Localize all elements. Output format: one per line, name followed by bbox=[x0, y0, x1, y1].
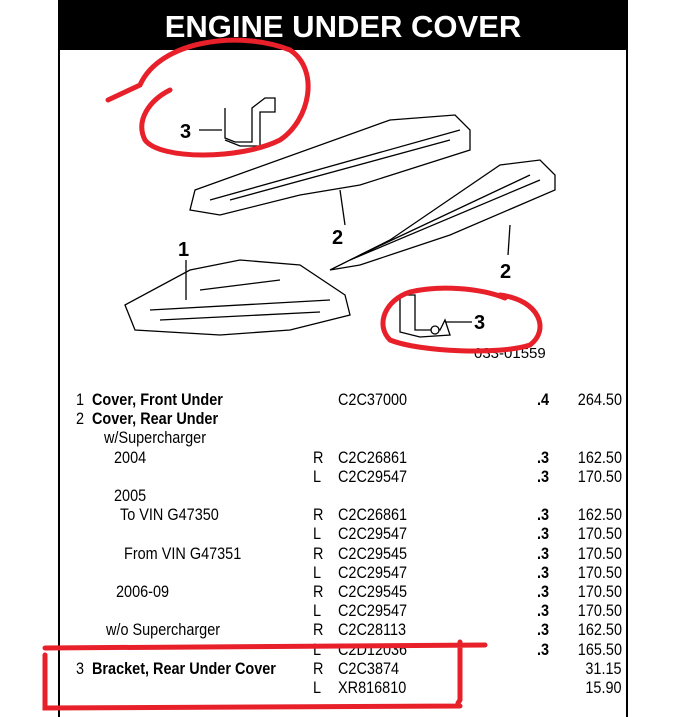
item-description: 2006-09 bbox=[116, 582, 170, 601]
price: 162.50 bbox=[577, 505, 622, 525]
bracket-3-top bbox=[224, 97, 276, 147]
item-number: 2 bbox=[76, 409, 85, 429]
table-row: To VIN G47350 R C2C26861 .3 162.50 bbox=[0, 505, 696, 525]
table-row: w/Supercharger bbox=[0, 428, 696, 448]
callout-2-upper: 2 bbox=[332, 227, 343, 249]
item-description: w/o Supercharger bbox=[106, 620, 221, 640]
table-row: 2006-09 R C2C29545 .3 170.50 bbox=[0, 582, 696, 602]
price: 162.50 bbox=[577, 620, 622, 640]
part-number: C2C3874 bbox=[338, 658, 400, 678]
part-number: C2C26861 bbox=[338, 505, 408, 525]
item-description: 2005 bbox=[114, 486, 147, 505]
price: 170.50 bbox=[577, 524, 622, 544]
item-description: 2004 bbox=[114, 447, 147, 467]
price: 170.50 bbox=[577, 466, 622, 486]
part-number: C2C28113 bbox=[338, 620, 407, 640]
labor-hours: .3 bbox=[537, 601, 550, 621]
side-indicator: R bbox=[313, 620, 324, 640]
price: 31.15 bbox=[585, 658, 622, 678]
front-cover bbox=[124, 259, 351, 336]
item-number: 1 bbox=[76, 390, 85, 409]
table-row: L C2C29547 .3 170.50 bbox=[0, 524, 696, 544]
part-number: C2C29547 bbox=[338, 524, 408, 544]
side-indicator: R bbox=[313, 447, 324, 467]
part-number: C2C29547 bbox=[338, 466, 408, 486]
table-row: 2 Cover, Rear Under bbox=[0, 409, 696, 429]
price: 170.50 bbox=[577, 562, 622, 582]
bracket-3-bottom bbox=[399, 294, 451, 338]
labor-hours: .3 bbox=[537, 562, 550, 582]
item-description: Cover, Front Under bbox=[92, 390, 223, 409]
table-row: L C2C29547 .3 170.50 bbox=[0, 563, 696, 583]
labor-hours: .3 bbox=[537, 466, 550, 486]
item-description: From VIN G47351 bbox=[124, 543, 242, 563]
part-number: C2C29547 bbox=[338, 562, 408, 582]
table-row: w/o Supercharger R C2C28113 .3 162.50 bbox=[0, 620, 696, 640]
callout-3-bottom: 3 bbox=[474, 312, 485, 334]
item-number: 3 bbox=[76, 658, 85, 678]
side-indicator: R bbox=[313, 505, 324, 525]
side-indicator: L bbox=[313, 678, 322, 697]
price: 170.50 bbox=[577, 601, 622, 621]
table-row: 3 Bracket, Rear Under Cover R C2C3874 31.15 bbox=[0, 659, 696, 679]
callout-1: 1 bbox=[178, 239, 189, 261]
rear-cover-right bbox=[189, 114, 471, 216]
part-number: C2C37000 bbox=[338, 390, 408, 409]
labor-hours: .3 bbox=[537, 639, 550, 659]
side-indicator: R bbox=[313, 582, 324, 601]
callout-3-top: 3 bbox=[180, 121, 191, 143]
table-row: L XR816810 15.90 bbox=[0, 678, 696, 698]
labor-hours: .3 bbox=[537, 447, 550, 467]
table-row: From VIN G47351 R C2C29545 .3 170.50 bbox=[0, 544, 696, 564]
side-indicator: L bbox=[313, 562, 322, 582]
side-indicator: L bbox=[313, 466, 322, 486]
figure-code: 033-01559 bbox=[474, 345, 546, 362]
table-row: 2005 bbox=[0, 486, 696, 506]
labor-hours: .3 bbox=[537, 543, 550, 563]
price: 264.50 bbox=[577, 390, 622, 409]
part-number: C2C29545 bbox=[338, 543, 408, 563]
page-border bbox=[58, 0, 628, 717]
price: 162.50 bbox=[577, 447, 622, 467]
labor-hours: .4 bbox=[537, 390, 550, 409]
table-row: 2004 R C2C26861 .3 162.50 bbox=[0, 448, 696, 468]
table-row: L C2D12036 .3 165.50 bbox=[0, 640, 696, 660]
item-description: Bracket, Rear Under Cover bbox=[92, 658, 276, 678]
parts-diagram: 3 2 1 2 3 033-01559 bbox=[124, 97, 556, 362]
side-indicator: L bbox=[313, 601, 322, 621]
labor-hours: .3 bbox=[537, 582, 550, 601]
side-indicator: L bbox=[313, 524, 322, 544]
price: 170.50 bbox=[577, 543, 622, 563]
part-number: C2C26861 bbox=[338, 447, 408, 467]
page-title: ENGINE UNDER COVER bbox=[58, 0, 628, 50]
part-number: XR816810 bbox=[338, 678, 407, 697]
part-number: C2D12036 bbox=[338, 639, 408, 659]
table-row: L C2C29547 .3 170.50 bbox=[0, 467, 696, 487]
item-description: Cover, Rear Under bbox=[92, 409, 219, 429]
price: 165.50 bbox=[577, 639, 622, 659]
price: 170.50 bbox=[577, 582, 622, 601]
part-number: C2C29545 bbox=[338, 582, 408, 601]
labor-hours: .3 bbox=[537, 620, 550, 640]
labor-hours: .3 bbox=[537, 524, 550, 544]
part-number: C2C29547 bbox=[338, 601, 408, 621]
item-description: To VIN G47350 bbox=[120, 505, 219, 525]
labor-hours: .3 bbox=[537, 505, 550, 525]
side-indicator: R bbox=[313, 658, 324, 678]
price: 15.90 bbox=[585, 678, 622, 697]
item-description: w/Supercharger bbox=[104, 428, 207, 448]
side-indicator: R bbox=[313, 543, 324, 563]
side-indicator: L bbox=[313, 639, 322, 659]
table-row: L C2C29547 .3 170.50 bbox=[0, 601, 696, 621]
table-row: 1 Cover, Front Under C2C37000 .4 264.50 bbox=[0, 390, 696, 410]
callout-2-lower: 2 bbox=[500, 261, 511, 283]
